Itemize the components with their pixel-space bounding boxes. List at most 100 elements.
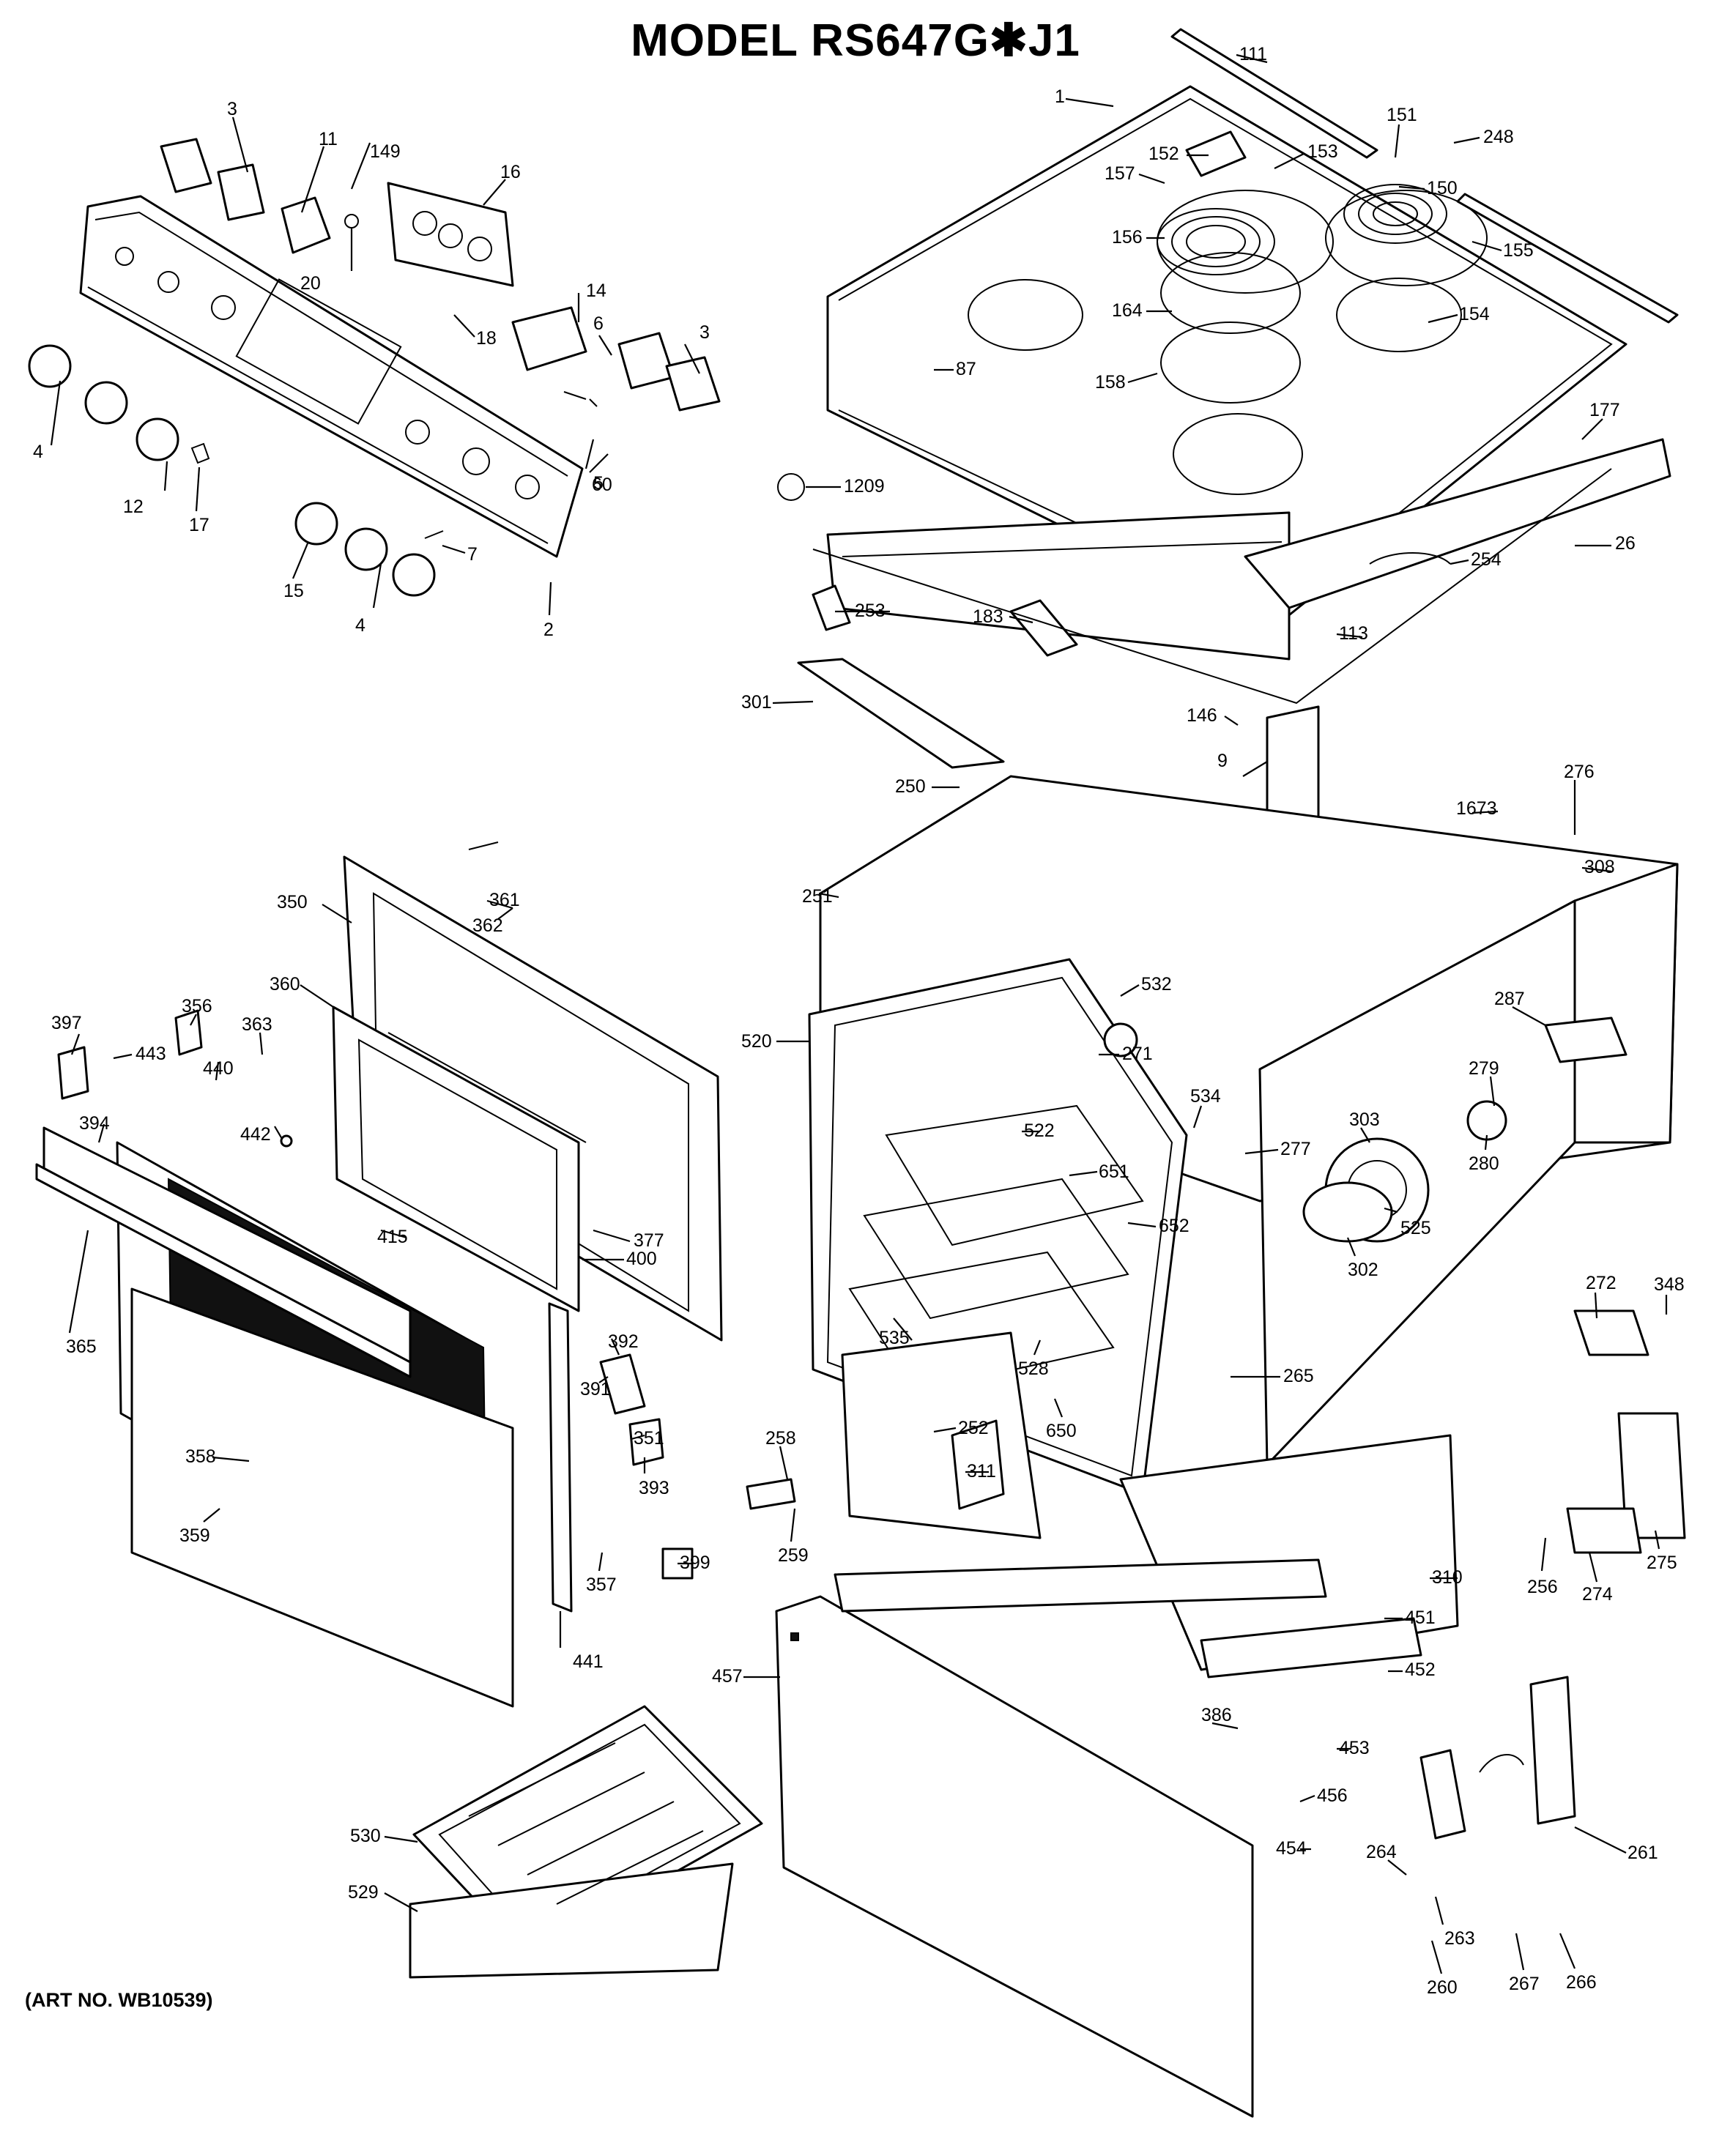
part-label: 7 [467, 544, 478, 565]
part-label: 264 [1366, 1842, 1397, 1862]
main-top [826, 85, 1628, 631]
part-label: 11 [319, 129, 338, 149]
timer [387, 182, 514, 287]
part-label: 441 [573, 1651, 604, 1672]
part-label: 1209 [844, 476, 885, 497]
part-label: 4 [355, 615, 365, 636]
part-label: 361 [489, 890, 520, 910]
part-label: 453 [1339, 1738, 1370, 1758]
part-label: 451 [1405, 1607, 1436, 1628]
part-label: 532 [1141, 974, 1172, 995]
leader-lines [50, 53, 1668, 1974]
part-labels: 1 2 3 3 4 4 5 6 7 9 11 12 14 15 16 17 18… [33, 44, 1685, 1998]
knob [28, 344, 72, 388]
part-label: 303 [1349, 1109, 1380, 1130]
part-label: 279 [1469, 1058, 1499, 1079]
part-label: 302 [1348, 1260, 1378, 1280]
part-label: 154 [1459, 304, 1490, 324]
part-label: 308 [1584, 857, 1615, 877]
part-label: 251 [802, 886, 833, 907]
door-outer-panel [130, 1287, 514, 1708]
part-label: 362 [472, 915, 503, 936]
part-label: 287 [1494, 989, 1525, 1009]
knob [392, 553, 436, 597]
part-label: 377 [634, 1230, 664, 1251]
part-label: 391 [580, 1379, 611, 1399]
part-label: 20 [300, 273, 321, 294]
part-label: 248 [1483, 127, 1514, 147]
part-label: 528 [1018, 1358, 1049, 1379]
part-label: 274 [1582, 1584, 1613, 1605]
part-label: 394 [79, 1113, 110, 1134]
part-label: 261 [1628, 1843, 1658, 1863]
broiler-pan-assembly [409, 1705, 763, 1979]
drawer-front [775, 1595, 1254, 2118]
art-number: (ART NO. WB10539) [25, 1989, 213, 2011]
part-label: 301 [741, 692, 772, 713]
part-label: 415 [377, 1227, 408, 1247]
door-hinge [599, 1353, 646, 1415]
part-label: 399 [680, 1553, 710, 1573]
part-label: 5 [593, 473, 604, 494]
knob [344, 527, 388, 571]
knob [294, 502, 338, 546]
part-label: 275 [1647, 1553, 1677, 1573]
part-label: 87 [956, 359, 976, 379]
part-label: 149 [370, 141, 401, 162]
part-label: 3 [699, 322, 710, 343]
part-label: 153 [1307, 141, 1338, 162]
cooktop-assembly [777, 28, 1679, 844]
part-label: 3 [227, 99, 237, 119]
part-label: 26 [1615, 533, 1636, 554]
part-label: 386 [1201, 1705, 1232, 1725]
part-label: 456 [1317, 1785, 1348, 1806]
range-cabinet [746, 775, 1686, 2118]
part-label: 520 [741, 1031, 772, 1052]
clock-switch [511, 306, 587, 371]
part-label: 146 [1187, 705, 1217, 726]
part-label: 454 [1276, 1838, 1307, 1859]
part-label: 60 [592, 475, 612, 495]
part-label: 272 [1586, 1273, 1617, 1293]
part-label: 276 [1564, 762, 1595, 782]
part-label: 12 [123, 497, 144, 517]
part-label: 443 [136, 1044, 166, 1064]
part-label: 442 [240, 1124, 271, 1145]
part-label: 400 [626, 1249, 657, 1269]
part-label: 457 [712, 1666, 743, 1687]
part-label: 534 [1190, 1086, 1221, 1107]
part-label: 1673 [1456, 798, 1497, 819]
diagram-title: MODEL RS647G✱J1 [631, 15, 1080, 66]
part-label: 350 [277, 892, 308, 912]
door-glass [332, 1005, 580, 1312]
part-label: 183 [973, 606, 1003, 627]
broiler-grid [409, 1862, 734, 1979]
part-label: 253 [855, 601, 886, 621]
part-label: 650 [1046, 1421, 1077, 1441]
part-label: 452 [1405, 1659, 1436, 1680]
part-label: 529 [348, 1882, 379, 1903]
part-label: 356 [182, 996, 212, 1016]
part-label: 17 [189, 515, 209, 535]
part-label: 260 [1427, 1977, 1458, 1998]
part-label: 259 [778, 1545, 809, 1566]
part-label: 359 [179, 1525, 210, 1546]
part-label: 357 [586, 1575, 617, 1595]
part-label: 365 [66, 1337, 97, 1357]
trim-strip [1170, 28, 1378, 159]
part-label: 254 [1471, 549, 1502, 570]
part-label: 113 [1339, 623, 1368, 644]
part-label: 4 [33, 442, 43, 462]
part-label: 277 [1280, 1139, 1311, 1159]
part-label: 263 [1444, 1928, 1475, 1949]
part-label: 535 [879, 1328, 910, 1348]
part-label: 265 [1283, 1366, 1314, 1386]
oven-door-assembly [35, 841, 723, 1708]
part-label: 9 [1217, 751, 1228, 771]
part-label: 18 [476, 328, 497, 349]
part-label: 157 [1105, 163, 1135, 184]
part-label: 164 [1112, 300, 1143, 321]
control-panel-assembly [28, 138, 721, 597]
part-label: 348 [1654, 1274, 1685, 1295]
part-label: 256 [1527, 1577, 1558, 1597]
